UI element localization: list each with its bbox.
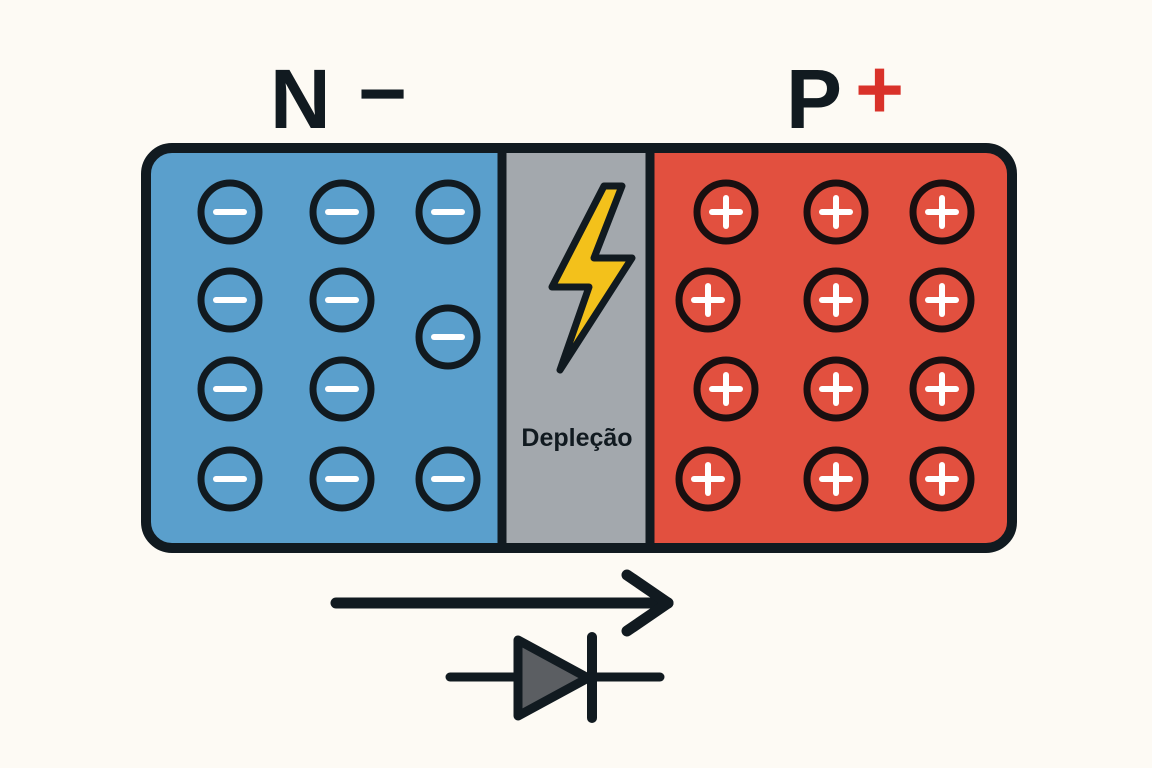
- positive-charge-icon: [675, 446, 741, 512]
- positive-charge-icon: [909, 179, 975, 245]
- positive-charge-icon: [803, 267, 869, 333]
- right-arrow-icon: [330, 569, 674, 637]
- negative-charge-icon: [197, 446, 263, 512]
- negative-charge-icon: [415, 446, 481, 512]
- negative-charge-icon: [309, 179, 375, 245]
- positive-charge-icon: [803, 446, 869, 512]
- negative-charge-icon: [197, 267, 263, 333]
- negative-charges: [197, 179, 481, 512]
- p-region-label: P: [786, 52, 842, 146]
- negative-charge-icon: [309, 446, 375, 512]
- positive-charges: [675, 179, 975, 512]
- positive-charge-icon: [909, 446, 975, 512]
- depletion-label: Depleção: [521, 424, 632, 452]
- negative-charge-icon: [197, 356, 263, 422]
- negative-charge-icon: [309, 267, 375, 333]
- positive-charge-icon: [909, 356, 975, 422]
- positive-charge-icon: [675, 267, 741, 333]
- n-region-sign: −: [358, 46, 407, 140]
- positive-charge-icon: [803, 179, 869, 245]
- negative-charge-icon: [415, 179, 481, 245]
- diode-symbol-icon: [445, 632, 665, 723]
- negative-charge-icon: [415, 304, 481, 370]
- positive-charge-icon: [693, 356, 759, 422]
- junction-block: [141, 143, 1017, 553]
- positive-charge-icon: [693, 179, 759, 245]
- positive-charge-icon: [803, 356, 869, 422]
- negative-charge-icon: [309, 356, 375, 422]
- lightning-bolt-icon: [548, 182, 636, 374]
- n-region-label: N: [270, 52, 331, 146]
- negative-charge-icon: [197, 179, 263, 245]
- p-region-sign: +: [855, 42, 904, 136]
- junction-outline: [141, 143, 1017, 553]
- positive-charge-icon: [909, 267, 975, 333]
